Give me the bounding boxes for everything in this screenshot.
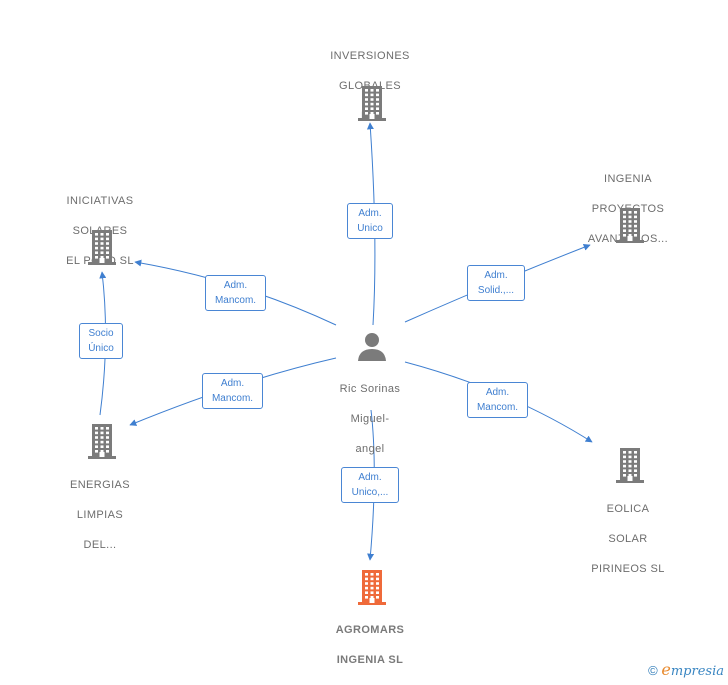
relation-line: Mancom. bbox=[476, 402, 519, 413]
building-icon[interactable] bbox=[86, 424, 118, 465]
center-name-line: Miguel- bbox=[350, 413, 390, 425]
company-label-eolica[interactable]: EOLICA SOLAR PIRINEOS SL bbox=[568, 487, 688, 592]
company-label-line: ENERGIAS bbox=[69, 479, 131, 491]
company-label-line: INGENIA bbox=[603, 173, 653, 185]
center-name-line: Ric Sorinas bbox=[339, 383, 401, 395]
relation-badge-iniciativas[interactable]: Adm. Mancom. bbox=[205, 275, 266, 311]
copyright-symbol: © bbox=[648, 663, 658, 678]
company-label-energias[interactable]: ENERGIAS LIMPIAS DEL... bbox=[40, 463, 160, 568]
relation-badge-ingenia[interactable]: Adm. Solid.,... bbox=[467, 265, 525, 301]
building-icon[interactable] bbox=[614, 448, 646, 489]
company-label-line: INVERSIONES bbox=[330, 50, 410, 62]
company-label-line: DEL... bbox=[83, 539, 117, 551]
brand-name: mpresia bbox=[670, 664, 724, 679]
relation-badge-agromars[interactable]: Adm. Unico,... bbox=[341, 467, 399, 503]
company-label-line: EOLICA bbox=[606, 503, 650, 515]
relation-line: Único bbox=[88, 343, 114, 354]
company-label-agromars[interactable]: AGROMARS INGENIA SL bbox=[310, 608, 430, 683]
relation-line: Adm. bbox=[358, 472, 382, 483]
relation-badge-eolica[interactable]: Adm. Mancom. bbox=[467, 382, 528, 418]
relation-line: Adm. bbox=[223, 280, 248, 291]
relation-line: Unico,... bbox=[351, 487, 389, 498]
relation-badge-energias[interactable]: Adm. Mancom. bbox=[202, 373, 263, 409]
relation-line: Adm. bbox=[485, 387, 510, 398]
relation-badge-socio[interactable]: Socio Único bbox=[79, 323, 123, 359]
relation-line: Mancom. bbox=[214, 295, 257, 306]
building-icon[interactable] bbox=[614, 208, 646, 249]
center-person-name[interactable]: Ric Sorinas Miguel- angel bbox=[320, 367, 420, 472]
company-label-line: INICIATIVAS bbox=[66, 195, 134, 207]
relation-line: Adm. bbox=[220, 378, 245, 389]
building-icon[interactable] bbox=[86, 230, 118, 271]
relation-line: Mancom. bbox=[211, 393, 254, 404]
building-icon[interactable] bbox=[356, 570, 388, 611]
relation-line: Socio bbox=[88, 328, 114, 339]
brand-initial: e bbox=[661, 660, 671, 679]
relation-badge-inversiones[interactable]: Adm. Unico bbox=[347, 203, 393, 239]
company-label-line: AGROMARS bbox=[335, 624, 405, 636]
relation-line: Solid.,... bbox=[477, 285, 515, 296]
company-label-line: INGENIA SL bbox=[336, 654, 404, 666]
relation-line: Adm. bbox=[358, 208, 382, 219]
company-label-line: SOLAR bbox=[608, 533, 648, 545]
company-label-line: LIMPIAS bbox=[76, 509, 124, 521]
building-icon[interactable] bbox=[356, 86, 388, 127]
company-label-line: PIRINEOS SL bbox=[591, 563, 665, 575]
relation-line: Adm. bbox=[484, 270, 508, 281]
empresia-brand[interactable]: © empresia bbox=[648, 660, 724, 679]
person-icon[interactable] bbox=[356, 331, 388, 366]
relation-line: Unico bbox=[357, 223, 383, 234]
center-name-line: angel bbox=[355, 443, 385, 455]
